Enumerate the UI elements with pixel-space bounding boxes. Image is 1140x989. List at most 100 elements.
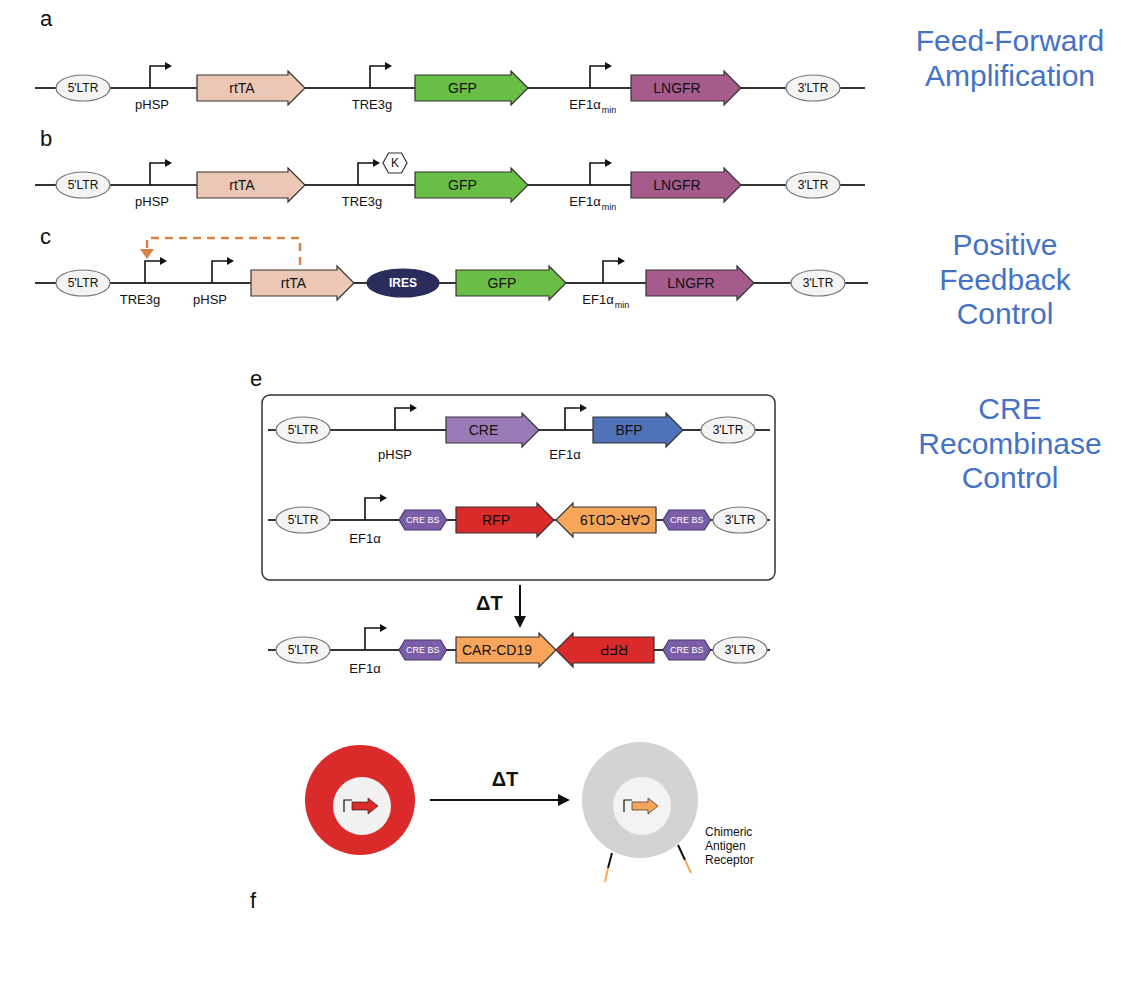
node-label: CAR-CD19	[580, 512, 650, 528]
element-label: EF1α	[349, 532, 380, 547]
hex-shape	[663, 510, 711, 530]
promoter-arrow	[590, 66, 606, 88]
promoter-arrowhead	[605, 159, 612, 167]
node-label: 3'LTR	[798, 178, 829, 192]
arrow-shape	[197, 168, 305, 202]
oval-shape	[713, 507, 767, 533]
arrow-shape	[631, 71, 741, 105]
promoter-arrow	[150, 163, 166, 185]
node-label: 3'LTR	[713, 423, 744, 437]
gene-arrow: LNGFR	[630, 167, 742, 203]
node-label: CAR-CD19	[462, 642, 532, 658]
ltr-oval: 3'LTR	[785, 74, 841, 102]
panel-letter: e	[250, 366, 262, 391]
feedback-arrowhead	[140, 249, 154, 259]
arrow-shape	[415, 71, 528, 105]
ltr-oval: 5'LTR	[55, 74, 111, 102]
arrow-shape	[415, 168, 528, 202]
arrow-shape	[456, 266, 566, 300]
node-label: rtTA	[229, 177, 254, 193]
red-cell-nucleus	[333, 777, 391, 835]
node-label: 5'LTR	[288, 423, 319, 437]
cre-site-hexagon: CRE BS	[398, 509, 448, 531]
gene-arrow: rtTA	[196, 70, 306, 106]
node-label: CRE	[469, 422, 499, 438]
gene-arrow: BFP	[592, 412, 684, 448]
promoter-arrowhead	[410, 404, 417, 412]
cre-site-hexagon: CRE BS	[662, 639, 712, 661]
element-label: TRE3g	[342, 195, 382, 210]
oval-shape	[786, 172, 840, 198]
cell-gene-red	[352, 798, 378, 814]
arrow-shape	[456, 503, 554, 537]
element-label: EF1α	[349, 662, 380, 677]
gene-arrow: LNGFR	[630, 70, 742, 106]
oval-shape	[56, 270, 110, 296]
red-cell	[305, 745, 415, 855]
panel-title: Feed-Forward Amplification	[890, 24, 1130, 93]
cre-site-hexagon: CRE BS	[662, 509, 712, 531]
oval-shape	[56, 75, 110, 101]
element-label: min	[602, 202, 617, 212]
hex-shape	[663, 640, 711, 660]
panel-title: Positive Feedback Control	[920, 228, 1090, 332]
recombination-arrow	[519, 585, 521, 618]
ltr-oval: 3'LTR	[712, 506, 768, 534]
node-label: 3'LTR	[803, 276, 834, 290]
element-label: pHSP	[378, 448, 412, 463]
element-label: EF1α	[569, 195, 600, 210]
promoter-arrowhead	[618, 257, 625, 265]
node-label: 3'LTR	[725, 643, 756, 657]
promoter-arrow	[150, 66, 166, 88]
hex-shape	[399, 510, 447, 530]
promoter-arrow	[395, 408, 411, 430]
promoter-arrow	[565, 408, 581, 430]
promoter-arrowhead	[165, 159, 172, 167]
promoter-arrowhead	[385, 62, 392, 70]
promoter-arrowhead	[580, 404, 587, 412]
node-label: GFP	[488, 275, 517, 291]
node-label: BFP	[615, 422, 642, 438]
element-label: min	[602, 105, 617, 115]
promoter-arrow	[212, 261, 228, 283]
ltr-oval: 3'LTR	[790, 269, 846, 297]
ltr-oval: 3'LTR	[785, 171, 841, 199]
gene-arrow: RFP	[455, 502, 555, 538]
node-label: RFP	[600, 642, 628, 658]
panel-title: CRE Recombinase Control	[905, 392, 1115, 496]
arrow-shape	[197, 71, 305, 105]
node-label: CRE BS	[406, 515, 440, 525]
promoter-arrowhead	[380, 624, 387, 632]
panel-title: Chimeric Antigen Receptor	[705, 826, 785, 867]
node-label: CRE BS	[406, 645, 440, 655]
promoter-arrowhead	[380, 494, 387, 502]
panel-letter: c	[40, 224, 51, 249]
gene-arrow: RFP	[555, 632, 655, 668]
node-label: LNGFR	[653, 177, 700, 193]
kozak-hexagon: K	[382, 152, 408, 174]
cell-gene-orange	[632, 798, 658, 814]
gene-arrow: CAR-CD19	[555, 502, 657, 538]
oval-shape	[276, 507, 330, 533]
promoter-arrow	[370, 66, 386, 88]
cre-site-hexagon: CRE BS	[398, 639, 448, 661]
receptor	[608, 853, 612, 868]
panel-letter: f	[250, 888, 256, 913]
grey-cell	[582, 742, 698, 858]
oval-shape	[276, 637, 330, 663]
node-label: 5'LTR	[288, 513, 319, 527]
arrow-shape	[251, 266, 354, 300]
element-label: EF1α	[582, 293, 613, 308]
element-label: EF1α	[549, 448, 580, 463]
promoter-arrow	[358, 163, 374, 185]
ltr-oval: 5'LTR	[55, 269, 111, 297]
grey-cell-nucleus	[613, 777, 671, 835]
node-label: 3'LTR	[725, 513, 756, 527]
node-label: 5'LTR	[288, 643, 319, 657]
element-label: TRE3g	[120, 293, 160, 308]
cell-promoter	[344, 800, 352, 812]
cell-promoter	[624, 800, 632, 812]
promoter-arrow	[365, 498, 381, 520]
promoter-arrowhead	[165, 62, 172, 70]
